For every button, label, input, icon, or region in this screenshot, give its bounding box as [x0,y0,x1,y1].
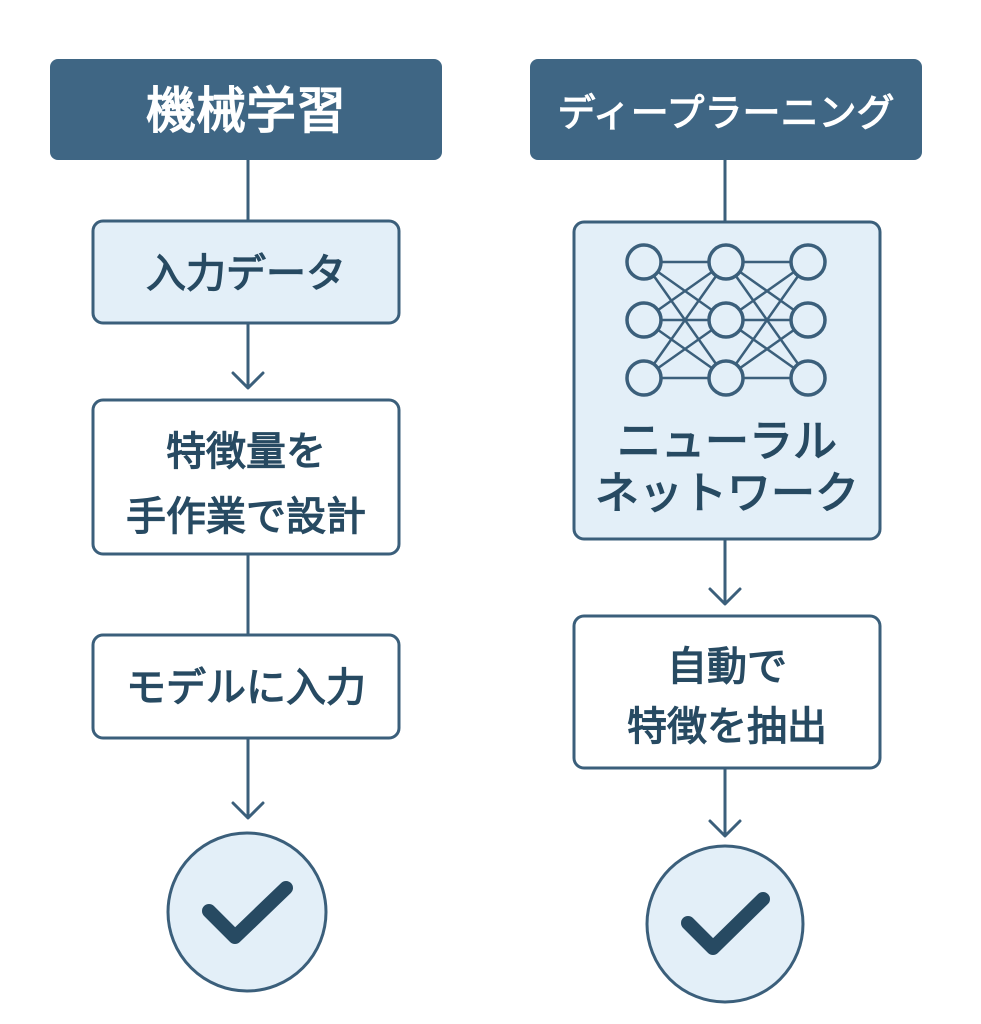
checkmark-icon [202,881,293,944]
right-step-neural-network: ニューラル ネットワーク [572,220,882,541]
input-data-box [91,219,401,325]
manual-features-line1: 特徴量を [166,429,326,475]
result-circle [645,844,805,1004]
checkmark-icon [681,892,770,955]
neural-network-line2: ネットワーク [595,468,859,519]
arrowhead-icon [231,371,265,390]
right-header-box [530,59,922,160]
arrowhead-icon [708,819,742,838]
auto-features-line1: 自動で [667,644,787,690]
left-header-title: 機械学習 [146,82,346,140]
manual-features-box [91,398,401,556]
left-step-input-data: 入力データ [91,219,401,325]
right-result [645,844,805,1004]
arrowhead-icon [231,801,265,820]
model-input-label: モデルに入力 [126,665,366,711]
manual-features-line2: 手作業で設計 [126,494,366,540]
auto-features-box [572,614,882,770]
result-circle [166,831,328,993]
left-header: 機械学習 [50,59,442,160]
left-column: 機械学習 入力データ 特徴量を 手作業で設計 モデルに入力 [50,59,442,993]
input-data-label: 入力データ [146,251,346,297]
left-step-manual-features: 特徴量を 手作業で設計 [91,398,401,556]
right-header-title: ディープラーニング [557,91,894,135]
arrowhead-icon [708,587,742,606]
neural-network-line1: ニューラル [617,416,837,467]
right-step-auto-features: 自動で 特徴を抽出 [572,614,882,770]
right-header: ディープラーニング [530,59,922,160]
right-column: ディープラーニング [530,59,922,1004]
auto-features-line2: 特徴を抽出 [627,704,827,750]
left-step-model-input: モデルに入力 [91,633,401,740]
left-result [166,831,328,993]
neural-network-icon [625,243,827,397]
model-input-box [91,633,401,740]
left-header-box [50,59,442,160]
